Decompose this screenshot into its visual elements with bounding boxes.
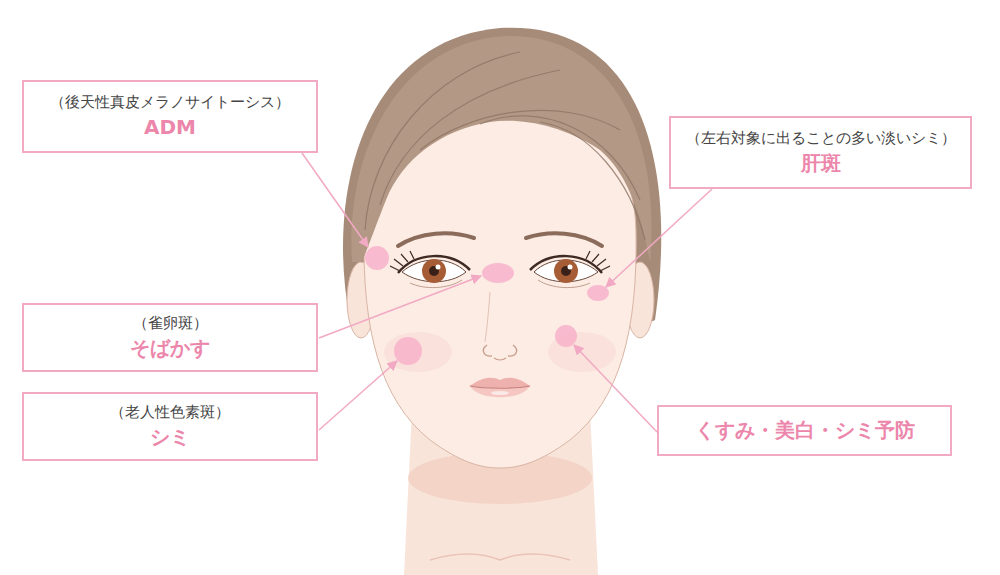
collarbone [430,554,570,560]
spot-marker [365,246,389,270]
hair-strand [365,52,520,230]
leader-line [319,361,397,430]
callout-box: （老人性色素斑） シミ [22,392,318,461]
eyelid [530,256,602,273]
spot-marker [482,263,514,283]
leader-lines [302,153,712,432]
nostril [483,345,492,356]
spot-marker [394,337,422,365]
leader-line [319,276,481,338]
eyelid [398,256,470,273]
spot-marker [555,325,577,347]
eye-highlight [436,265,441,270]
eye [390,251,470,288]
callout-title: 肝斑 [801,151,841,176]
eyebrow [398,233,474,246]
callout-subtitle: （左右対象に出ることの多い淡いシミ） [686,129,956,148]
callout-box: （雀卵斑） そばかす [22,303,318,372]
callout-title: シミ [150,425,190,450]
lip-highlight [491,391,509,395]
lower-lid [538,280,590,288]
spot-markers [365,246,609,365]
hair-strands [365,52,645,240]
hair-front [351,36,651,262]
eyebrow [526,233,602,246]
callout-title: ADM [144,115,196,140]
callout-box: （左右対象に出ることの多い淡いシミ） 肝斑 [669,116,972,189]
blush [384,332,452,372]
leader-line [574,345,657,432]
callout-box: くすみ・美白・シミ予防 [657,405,952,456]
upper-lip [470,378,530,388]
leader-line [302,153,368,247]
eye [530,251,610,288]
eyelash [390,251,414,271]
nose-bridge [485,292,490,342]
callout-subtitle: （老人性色素斑） [110,403,230,422]
iris [554,259,578,283]
callout-subtitle: （雀卵斑） [133,314,208,333]
eyelash [586,251,610,271]
nose-tip [494,358,506,360]
hair-strand [480,116,640,200]
iris [422,259,446,283]
callout-box: （後天性真皮メラノサイトーシス） ADM [22,80,318,153]
leader-line [606,189,712,287]
lower-lip [470,386,530,397]
eye-highlight [568,265,573,270]
callout-title: そばかす [130,336,210,361]
hair-strand [540,122,645,240]
hair-strand [380,70,560,205]
lip-line [470,386,530,388]
nostril [508,345,517,356]
callout-subtitle: （後天性真皮メラノサイトーシス） [50,93,290,112]
spot-marker [587,285,609,301]
callout-title: くすみ・美白・シミ予防 [695,418,915,443]
